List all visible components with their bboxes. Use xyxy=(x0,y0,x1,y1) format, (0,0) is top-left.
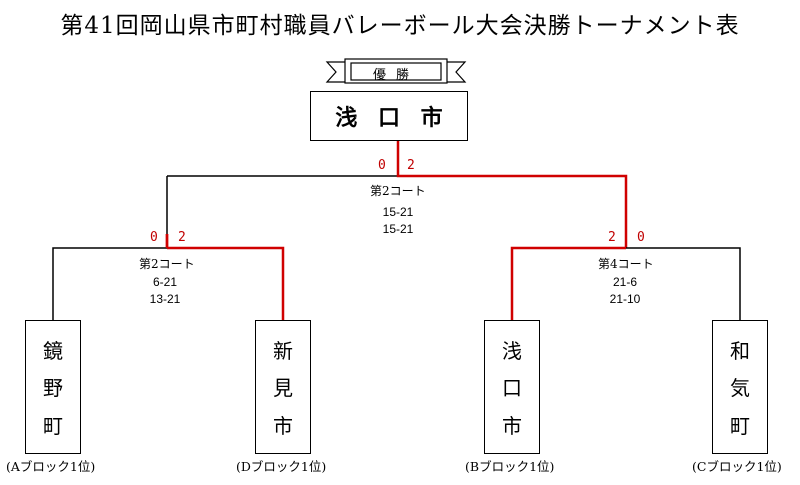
semi-left-loser-path xyxy=(52,247,167,320)
final-court: 第2コート xyxy=(370,184,426,198)
block-label-d: (Dブロック1位) xyxy=(236,459,327,474)
semi-left-set-2: 13-21 xyxy=(149,292,181,306)
team-char: 見 xyxy=(273,376,293,401)
champion-banner-label: 優勝 xyxy=(372,68,419,83)
semi-right-court: 第4コート xyxy=(598,257,654,271)
team-box-asakuchi: 浅 口 市 xyxy=(484,320,540,454)
semi-right-loser-path xyxy=(626,247,741,320)
team-char: 町 xyxy=(730,413,750,438)
champion-char: 浅 xyxy=(335,105,358,131)
final-sets: 15-21 15-21 xyxy=(370,204,426,238)
semi-left-set-1: 6-21 xyxy=(152,275,178,289)
team-box-wake: 和 気 町 xyxy=(712,320,768,454)
semi-right-score-right: 0 xyxy=(637,230,645,245)
final-winner-path xyxy=(396,141,628,248)
team-char: 市 xyxy=(273,413,293,438)
semi-right-score-left: 2 xyxy=(608,230,616,245)
semi-right-set-2: 21-10 xyxy=(609,292,641,306)
champion-ribbon xyxy=(325,58,467,84)
team-char: 鏡 xyxy=(43,339,63,364)
final-set-1: 15-21 xyxy=(382,205,414,219)
team-char: 野 xyxy=(43,376,63,401)
champion-char: 市 xyxy=(420,105,443,131)
team-char: 和 xyxy=(730,339,750,364)
semi-left-score-right: 2 xyxy=(178,230,186,245)
semi-left-score-left: 0 xyxy=(150,230,158,245)
block-label-b: (Bブロック1位) xyxy=(465,459,555,474)
team-char: 新 xyxy=(273,339,293,364)
page-title: 第41回岡山県市町村職員バレーボール大会決勝トーナメント表 xyxy=(60,13,740,39)
block-label-a: (Aブロック1位) xyxy=(6,459,96,474)
semi-right-winner-path xyxy=(510,246,626,320)
block-label-c: (Cブロック1位) xyxy=(692,459,782,474)
final-score-left: 0 xyxy=(378,158,386,173)
champion-box: 浅 口 市 xyxy=(310,91,468,141)
champion-char: 口 xyxy=(377,105,400,131)
ribbon-inner xyxy=(350,62,442,81)
team-char: 浅 xyxy=(502,339,522,364)
semi-right-sets: 21-6 21-10 xyxy=(598,274,652,308)
final-score-right: 2 xyxy=(407,158,415,173)
final-set-2: 15-21 xyxy=(382,222,414,236)
team-box-niimi: 新 見 市 xyxy=(255,320,311,454)
team-char: 市 xyxy=(502,413,522,438)
semi-left-sets: 6-21 13-21 xyxy=(140,274,190,308)
team-char: 町 xyxy=(43,413,63,438)
team-box-kagamino: 鏡 野 町 xyxy=(25,320,81,454)
team-char: 気 xyxy=(730,376,750,401)
semi-right-set-1: 21-6 xyxy=(612,275,638,289)
team-char: 口 xyxy=(502,376,522,401)
semi-left-court: 第2コート xyxy=(139,257,195,271)
semi-left-winner-path xyxy=(167,246,285,320)
